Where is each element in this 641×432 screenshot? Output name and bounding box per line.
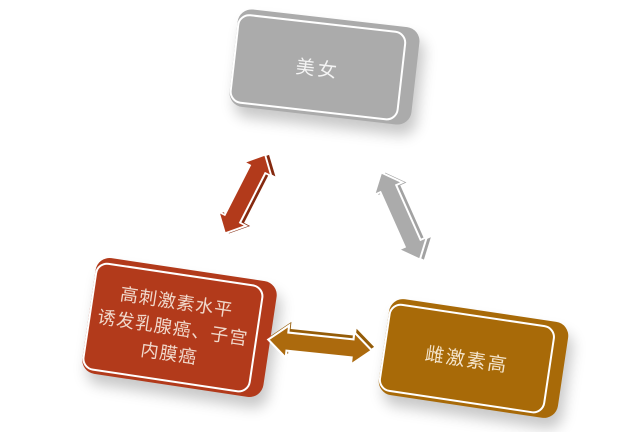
node-beauty-face: 美女 xyxy=(228,12,408,122)
node-beauty-label: 美女 xyxy=(294,56,341,83)
double-arrow-hormone-estrogen-icon xyxy=(266,321,375,367)
node-hormone-risk-face: 高刺激素水平 诱发乳腺癌、子宫 内膜癌 xyxy=(80,261,266,394)
arrow-body xyxy=(372,171,429,261)
node-estrogen-high: 雌激素高 xyxy=(376,297,571,420)
node-hormone-risk: 高刺激素水平 诱发乳腺癌、子宫 内膜癌 xyxy=(80,256,279,399)
node-estrogen-high-label: 雌激素高 xyxy=(423,343,510,378)
node-beauty: 美女 xyxy=(228,7,421,127)
double-arrow-beauty-estrogen-icon xyxy=(372,171,431,261)
node-estrogen-high-face: 雌激素高 xyxy=(377,302,557,415)
double-arrow-beauty-hormone-icon xyxy=(217,153,276,235)
arrow-body xyxy=(217,153,273,235)
arrow-body xyxy=(266,323,374,367)
